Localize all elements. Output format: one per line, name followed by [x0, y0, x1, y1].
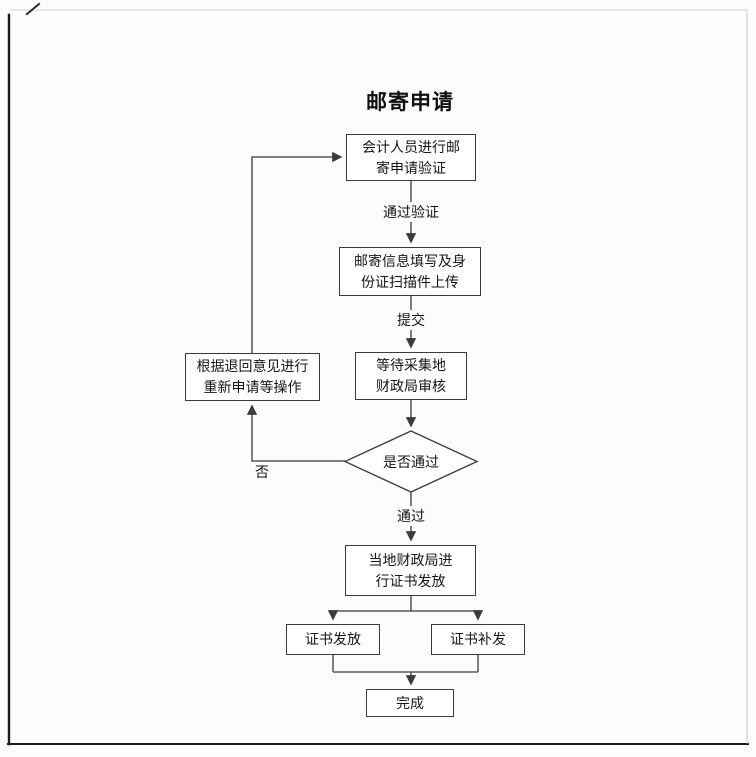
node-fill-mail-info-upload-id: 邮寄信息填写及身 份证扫描件上传	[339, 247, 481, 296]
node-wait-finance-bureau-review: 等待采集地 财政局审核	[355, 352, 467, 400]
node-reapply-per-return-comments: 根据退回意见进行 重新申请等操作	[185, 353, 320, 401]
node-local-bureau-certificate-issuance: 当地财政局进 行证书发放	[345, 545, 476, 596]
page-corner-mark	[25, 2, 41, 16]
edge-label-verified: 通过验证	[369, 202, 453, 223]
flowchart-edges	[246, 151, 484, 686]
edge-label-submit: 提交	[383, 310, 439, 331]
edge-label-pass: 通过	[383, 506, 439, 527]
page-scan-borders	[7, 2, 749, 746]
flowchart-title: 邮寄申请	[366, 91, 454, 114]
edge-decision-to-redo	[246, 404, 345, 462]
edge-redo-to-verify	[251, 151, 343, 353]
node-certificate-issue: 证书发放	[286, 624, 380, 655]
node-done: 完成	[366, 689, 454, 717]
node-mail-application-verify: 会计人员进行邮 寄申请验证	[346, 134, 476, 181]
decision-diamond	[343, 430, 479, 493]
node-certificate-reissue: 证书补发	[431, 624, 525, 655]
edge-label-no: 否	[255, 464, 269, 480]
node-decision-pass-or-not: 是否通过	[383, 453, 439, 470]
